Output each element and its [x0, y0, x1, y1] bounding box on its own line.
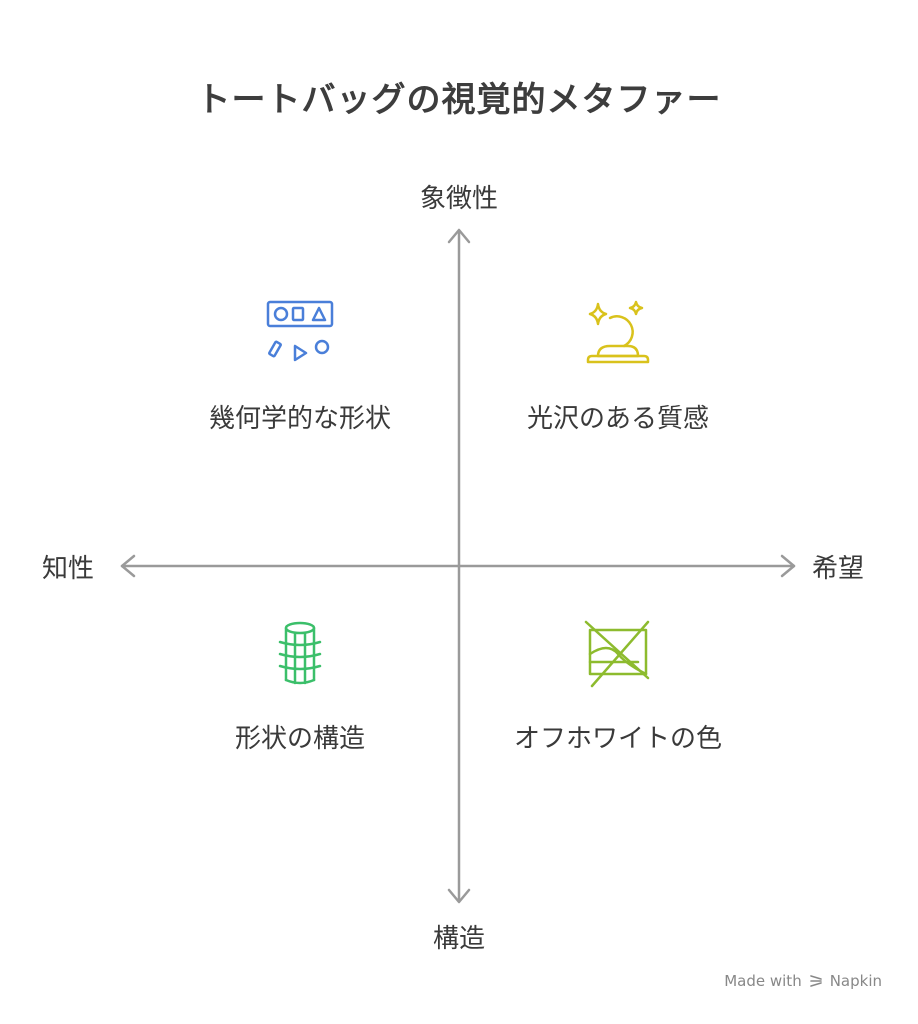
axis-label-right: 希望 [812, 554, 865, 584]
arrow-down-icon [447, 888, 471, 904]
quadrant-top-right: 光沢のある質感 [458, 294, 778, 435]
axis-label-left: 知性 [42, 554, 95, 584]
quadrant-label: 幾何学的な形状 [208, 404, 391, 434]
quadrant-top-left: 幾何学的な形状 [140, 294, 460, 435]
cylinder-grid-icon [278, 621, 322, 685]
napkin-footer[interactable]: Made with Napkin [724, 972, 882, 990]
crossed-image-icon [584, 620, 650, 688]
arrow-right-icon [780, 554, 796, 578]
quadrant-bottom-right: オフホワイトの色 [458, 614, 778, 755]
quadrant-label: 光沢のある質感 [526, 404, 709, 434]
sparkle-meditation-icon [586, 300, 650, 364]
quadrant-label: オフホワイトの色 [513, 724, 722, 754]
footer-text: Made with [724, 972, 802, 990]
axis-label-top: 象徴性 [419, 184, 498, 214]
diagram-title: トートバッグの視覚的メタファー [196, 80, 722, 120]
arrow-up-icon [447, 228, 471, 244]
axis-label-bottom: 構造 [432, 924, 485, 954]
footer-brand: Napkin [829, 972, 882, 990]
napkin-logo-icon [809, 975, 822, 987]
quadrant-bottom-left: 形状の構造 [140, 614, 460, 755]
geometric-shapes-icon [266, 300, 334, 362]
arrow-left-icon [120, 554, 136, 578]
quadrant-label: 形状の構造 [234, 724, 365, 754]
